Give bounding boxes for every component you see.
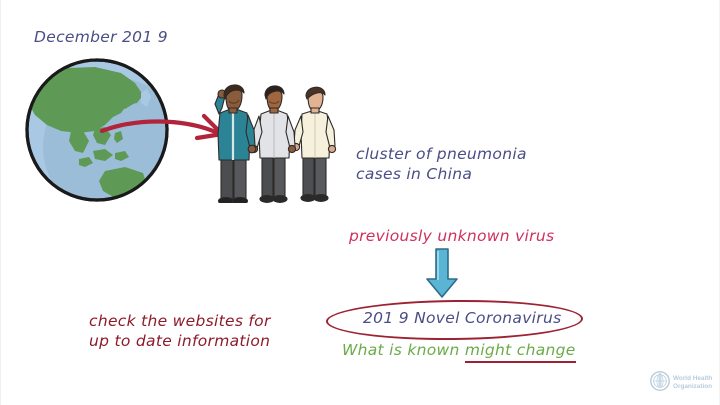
who-emblem-icon: World Health Organization [650, 371, 712, 391]
globe-icon [25, 58, 169, 202]
previously-unknown-virus-text: previously unknown virus [349, 227, 555, 245]
three-people-icon [214, 84, 337, 203]
novel-coronavirus-label: 201 9 Novel Coronavirus [363, 309, 562, 327]
who-text-line-2: Organization [673, 383, 712, 390]
date-label: December 201 9 [34, 28, 168, 46]
websites-line-1: check the websites for [89, 312, 271, 330]
person-middle [249, 85, 297, 203]
cluster-of-pneumonia-text: cluster of pneumonia cases in China [356, 144, 527, 185]
person-left [214, 84, 257, 203]
down-arrow-icon [426, 248, 458, 298]
what-is-known-text: What is known might change [342, 340, 576, 363]
who-text-line-1: World Health [673, 375, 712, 382]
cluster-line-2: cases in China [356, 165, 473, 184]
websites-line-2: up to date information [89, 332, 271, 351]
check-websites-text: check the websites for up to date inform… [89, 311, 271, 352]
cluster-line-1: cluster of pneumonia [356, 145, 527, 163]
known-prefix: What is known [342, 341, 465, 359]
known-emphasis: might change [464, 341, 576, 363]
person-right [291, 86, 337, 202]
